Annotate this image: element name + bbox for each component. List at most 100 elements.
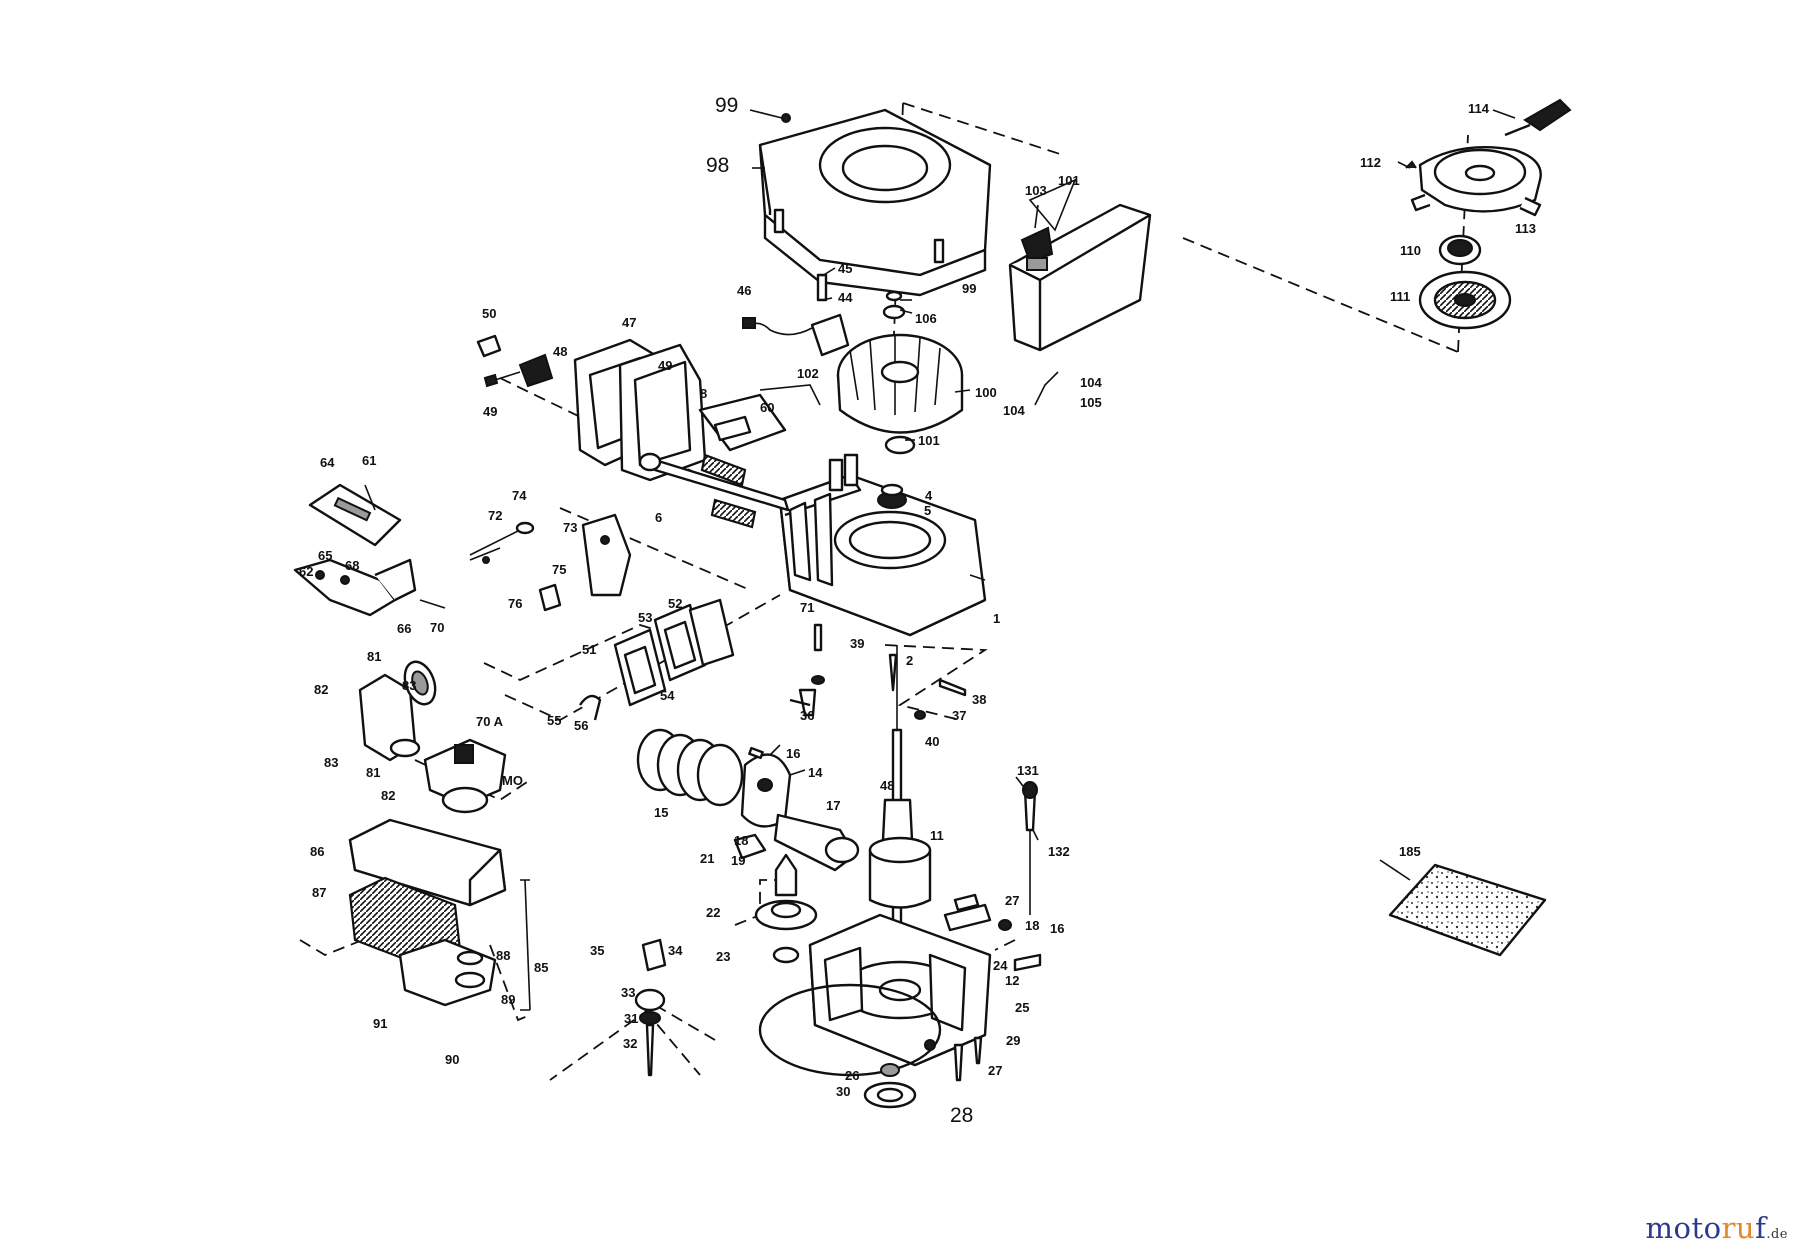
callout-98: 98 xyxy=(706,154,729,177)
callout-102: 102 xyxy=(797,366,819,381)
callout-106: 106 xyxy=(915,311,937,326)
callout-83-a: 83 xyxy=(402,678,416,693)
callout-48-b: 48 xyxy=(880,778,894,793)
callout-40: 40 xyxy=(925,734,939,749)
tappets xyxy=(943,893,1042,972)
callout-35: 35 xyxy=(590,943,604,958)
callout-75: 75 xyxy=(552,562,566,577)
callout-6: 6 xyxy=(655,510,662,525)
callout-71: 71 xyxy=(800,600,814,615)
callout-100: 100 xyxy=(975,385,997,400)
callout-27-a: 27 xyxy=(1005,893,1019,908)
callout-73: 73 xyxy=(563,520,577,535)
callout-4: 4 xyxy=(925,488,933,503)
watermark-part-3: f xyxy=(1755,1211,1767,1245)
callout-27-b: 27 xyxy=(988,1063,1002,1078)
callout-31: 31 xyxy=(624,1011,638,1026)
callout-110: 110 xyxy=(1400,243,1421,258)
callout-45: 45 xyxy=(838,261,852,276)
callout-60: 60 xyxy=(760,400,774,415)
callout-15: 15 xyxy=(654,805,668,820)
callout-28: 28 xyxy=(950,1104,973,1127)
callout-83-b: 83 xyxy=(324,755,338,770)
callout-70a: 70 A xyxy=(476,714,504,729)
callout-32: 32 xyxy=(623,1036,637,1051)
callout-104-a: 104 xyxy=(1080,375,1102,390)
callout-2: 2 xyxy=(906,653,913,668)
callout-87: 87 xyxy=(312,885,326,900)
callout-56: 56 xyxy=(574,718,588,733)
callout-36: 36 xyxy=(800,708,814,723)
intake-gaskets xyxy=(579,598,735,721)
parts-bag xyxy=(1388,863,1547,957)
callout-114: 114 xyxy=(1468,101,1490,116)
callout-5: 5 xyxy=(924,503,931,518)
callout-99-mid: 99 xyxy=(962,281,976,296)
callout-18-a: 18 xyxy=(734,833,748,848)
choke-bracket xyxy=(469,513,632,612)
callout-12: 12 xyxy=(1005,973,1019,988)
callout-101: 101 xyxy=(1058,173,1080,188)
callout-72: 72 xyxy=(488,508,502,523)
callout-26: 26 xyxy=(845,1068,859,1083)
valve-train xyxy=(638,384,821,529)
blower-housing xyxy=(758,108,992,297)
callout-39: 39 xyxy=(850,636,864,651)
callout-82-b: 82 xyxy=(381,788,395,803)
callout-105: 105 xyxy=(1080,395,1102,410)
callout-48: 48 xyxy=(553,344,567,359)
callout-16-b: 16 xyxy=(1050,921,1064,936)
callout-113: 113 xyxy=(1515,221,1536,236)
callout-leaders xyxy=(364,109,1516,881)
callout-54: 54 xyxy=(660,688,675,703)
callout-1: 1 xyxy=(993,611,1000,626)
connecting-rod xyxy=(733,813,860,872)
callout-19: 19 xyxy=(731,853,745,868)
callout-88: 88 xyxy=(496,948,510,963)
piston xyxy=(636,728,792,828)
callout-17: 17 xyxy=(826,798,840,813)
callout-89: 89 xyxy=(501,992,515,1007)
callout-51: 51 xyxy=(582,642,596,657)
flywheel xyxy=(836,290,964,455)
callout-99-top: 99 xyxy=(715,94,738,117)
motoruf-logo-watermark: motoruf.de xyxy=(1645,1211,1788,1245)
watermark-part-2: ru xyxy=(1721,1211,1756,1245)
callout-37: 37 xyxy=(952,708,966,723)
governor-linkage xyxy=(293,483,446,617)
carburetor xyxy=(358,660,507,814)
callout-86: 86 xyxy=(310,844,324,859)
callout-68: 68 xyxy=(345,558,359,573)
callout-64: 64 xyxy=(320,455,335,470)
callout-34: 34 xyxy=(668,943,683,958)
callout-91: 91 xyxy=(373,1016,387,1031)
ignition-coil xyxy=(742,273,850,357)
callout-85: 85 xyxy=(534,960,548,975)
callout-103: 103 xyxy=(1025,183,1047,198)
callout-82-a: 82 xyxy=(314,682,328,697)
callout-14: 14 xyxy=(808,765,823,780)
callout-90: 90 xyxy=(445,1052,459,1067)
callout-49-b: 49 xyxy=(483,404,497,419)
callout-61: 61 xyxy=(362,453,376,468)
callout-22: 22 xyxy=(706,905,720,920)
callout-8: 8 xyxy=(700,386,707,401)
callout-30: 30 xyxy=(836,1084,850,1099)
cylinder-block xyxy=(778,453,987,637)
callout-185: 185 xyxy=(1399,844,1421,859)
callout-23: 23 xyxy=(716,949,730,964)
fuel-tank xyxy=(1008,203,1152,352)
watermark-part-1: moto xyxy=(1645,1211,1722,1245)
callout-55: 55 xyxy=(547,713,561,728)
callout-44: 44 xyxy=(838,290,853,305)
callout-62: 62 xyxy=(299,564,313,579)
callout-16-a: 16 xyxy=(786,746,800,761)
callout-76: 76 xyxy=(508,596,522,611)
callout-131: 131 xyxy=(1017,763,1039,778)
fasteners xyxy=(469,371,1038,1082)
callout-33: 33 xyxy=(621,985,635,1000)
callout-111: 111 xyxy=(1390,289,1410,304)
callout-52: 52 xyxy=(668,596,682,611)
callout-104-b: 104 xyxy=(1003,403,1025,418)
